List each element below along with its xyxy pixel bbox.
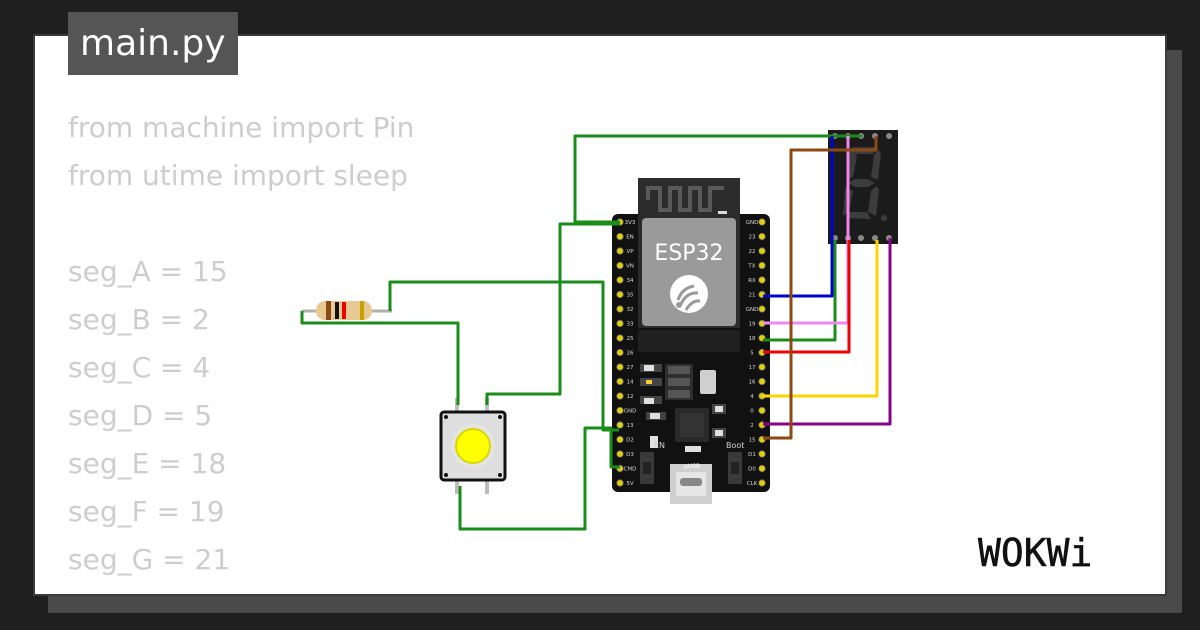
pin-23[interactable] [758, 232, 766, 241]
left-pin-label: VN [626, 264, 634, 270]
code-line: seg_B = 2 [68, 303, 210, 336]
pin-14[interactable] [616, 377, 624, 386]
pin-tx[interactable] [758, 261, 766, 270]
svg-text:μUSB: μUSB [684, 463, 700, 470]
right-pin-label: 15 [749, 438, 756, 444]
left-pin-label: 5V [626, 481, 633, 487]
pin-12[interactable] [616, 392, 624, 400]
right-pin-label: GND [746, 307, 759, 313]
boot-button-label: Boot [726, 441, 744, 450]
pin-33[interactable] [616, 319, 624, 328]
pin-17[interactable] [758, 363, 766, 371]
pin-d1[interactable] [758, 450, 766, 458]
left-pin-label: 12 [627, 394, 634, 400]
resistor[interactable] [302, 301, 392, 320]
pin-d0[interactable] [758, 464, 766, 473]
left-pin-label: 35 [627, 293, 634, 299]
left-pin-label: 33 [627, 322, 634, 328]
pin-13[interactable] [616, 421, 624, 429]
seven-segment-display[interactable] [828, 130, 898, 244]
pin-35[interactable] [616, 290, 624, 299]
code-line [68, 200, 414, 248]
pin-vp[interactable] [616, 247, 624, 255]
pin-d2[interactable] [616, 435, 624, 444]
pin-32[interactable] [616, 305, 624, 313]
en-button-label: EN [654, 441, 665, 450]
left-pin-label: 26 [627, 351, 634, 357]
code-line: seg_C = 4 [68, 351, 211, 384]
right-pin-label: RX [748, 278, 756, 284]
right-pin-label: 16 [749, 380, 756, 386]
pin-27[interactable] [616, 363, 624, 371]
pin-5v[interactable] [616, 479, 624, 487]
right-pin-label: TX [747, 264, 755, 270]
pin-gnd[interactable] [616, 406, 624, 415]
pin-26[interactable] [616, 348, 624, 357]
code-line: seg_A = 15 [68, 255, 228, 288]
file-tab-main-py[interactable]: main.py [68, 12, 238, 75]
right-pin-label: CLK [747, 481, 758, 487]
pin-rx[interactable] [758, 276, 766, 284]
right-pin-label: 22 [749, 249, 756, 255]
right-pin-label: 23 [749, 235, 756, 241]
code-line: seg_F = 19 [68, 495, 225, 528]
left-pin-label: EN [626, 235, 634, 241]
left-pin-label: GND [624, 409, 637, 415]
push-button[interactable] [439, 398, 507, 494]
pin-vn[interactable] [616, 261, 624, 270]
chip-label: ESP32 [654, 241, 723, 266]
code-line: seg_E = 18 [68, 447, 227, 480]
left-pin-label: 32 [627, 307, 634, 313]
left-pin-label: 3V3 [625, 220, 636, 226]
right-pin-label: 4 [750, 394, 754, 400]
pin-34[interactable] [616, 276, 624, 284]
pin-22[interactable] [758, 247, 766, 255]
code-line: from machine import Pin [68, 111, 415, 144]
wires [300, 134, 892, 531]
wokwi-logo[interactable]: WOKWi [978, 531, 1093, 576]
right-pin-label: D0 [748, 467, 756, 473]
pin-clk[interactable] [758, 479, 766, 487]
antenna-trace-icon [646, 186, 724, 212]
esp32-board[interactable]: ESP32 EN Boot [612, 178, 770, 504]
left-pin-label: VP [626, 249, 634, 255]
right-pin-label: 18 [749, 336, 756, 342]
left-pin-label: CMD [624, 467, 637, 473]
pin-25[interactable] [616, 334, 624, 342]
pin-16[interactable] [758, 377, 766, 386]
usb-port-icon [670, 464, 712, 504]
pin-d3[interactable] [616, 450, 624, 458]
code-line: seg_G = 21 [68, 543, 231, 576]
right-pin-label: 2 [750, 423, 754, 429]
left-pin-label: D3 [626, 452, 634, 458]
right-pin-label: 21 [749, 293, 756, 299]
left-pin-label: 25 [627, 336, 634, 342]
right-pin-label: 0 [750, 409, 754, 415]
left-pin-label: D2 [626, 438, 634, 444]
code-line: from utime import sleep [68, 159, 408, 192]
simulation-canvas[interactable] [33, 34, 1167, 596]
left-pin-label: 14 [627, 380, 634, 386]
pin-gnd[interactable] [758, 218, 766, 226]
wifi-logo-icon [670, 275, 708, 313]
right-pin-label: 17 [749, 365, 756, 371]
right-pin-label: 19 [749, 322, 756, 328]
pin-gnd[interactable] [758, 305, 766, 313]
pin-en[interactable] [616, 232, 624, 241]
right-pin-label: D1 [748, 452, 756, 458]
code-line: seg_D = 5 [68, 399, 213, 432]
right-pin-label: GND [746, 220, 759, 226]
left-pin-label: 13 [627, 423, 634, 429]
left-pin-label: 27 [627, 365, 634, 371]
pin-0[interactable] [758, 406, 766, 415]
right-pin-label: 5 [750, 351, 754, 357]
left-pin-label: 34 [627, 278, 634, 284]
code-preview: from machine import Pin from utime import… [68, 104, 414, 584]
